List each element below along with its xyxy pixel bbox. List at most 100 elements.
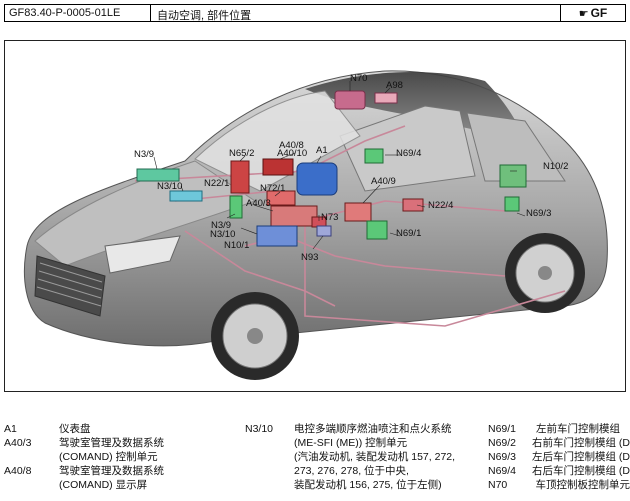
legend-desc: (COMAND) 控制单元 (59, 451, 158, 463)
legend-code: A40/8 (4, 465, 32, 477)
legend-code (245, 478, 294, 492)
legend-desc: (COMAND) 显示屏 (59, 479, 148, 491)
logo-text: GF (590, 6, 608, 20)
label-n93: N93 (301, 252, 319, 263)
module-n69-4 (364, 148, 384, 164)
legend-desc: 电控多端顺序燃油喷注和点火系统 (294, 423, 452, 435)
legend-row: (COMAND) 控制单元 (4, 450, 240, 464)
legend-row: 装配发动机 156, 275, 位于左侧) (245, 478, 480, 492)
car-illustration (23, 70, 608, 380)
label-n72-1: N72/1 (260, 183, 286, 194)
label-n65-2: N65/2 (229, 148, 255, 159)
legend-code: N70 (488, 479, 508, 491)
module-n22-4 (402, 198, 424, 212)
legend-code: N69/4 (488, 465, 517, 477)
label-n3-10-low: N3/10 (210, 229, 236, 240)
label-a40-9: A40/9 (371, 176, 396, 187)
legend-row: A40/8 驾驶室管理及数据系统 (4, 464, 240, 478)
label-a40-3: A40/3 (246, 198, 271, 209)
document-title: 自动空调, 部件位置 (157, 10, 252, 22)
legend-desc: 驾驶室管理及数据系统 (59, 437, 164, 449)
module-a40-8 (262, 158, 294, 176)
legend-desc: 驾驶室管理及数据系统 (59, 465, 164, 477)
label-n10-2: N10/2 (543, 161, 569, 172)
module-n10-2 (499, 164, 527, 188)
legend-row: N69/3 左后车门控制模组 (D (488, 450, 630, 464)
document-code: GF83.40-P-0005-01LE (5, 5, 151, 21)
legend-desc: 装配发动机 156, 275, 位于左侧) (294, 479, 442, 491)
legend-code (4, 450, 59, 464)
legend-column-3: N69/1 左前车门控制模组 N69/2 右前车门控制模组 (D N69/3 左后车门… (488, 422, 630, 492)
label-n73: N73 (321, 212, 339, 223)
leader-lines (153, 81, 526, 250)
module-n3-10-top (169, 190, 203, 202)
legend-code (245, 436, 294, 450)
legend-row: A1 仪表盘 (4, 422, 240, 436)
legend-row: N69/1 左前车门控制模组 (488, 422, 630, 436)
legend-row: (ME-SFI (ME)) 控制单元 (245, 436, 480, 450)
module-n10-1 (256, 225, 298, 247)
legend-desc: 左前车门控制模组 (536, 423, 620, 435)
legend-code: A1 (4, 423, 17, 435)
legend-desc: 273, 276, 278, 位于中央, (294, 465, 409, 477)
module-n65-2 (230, 160, 250, 194)
label-n69-1: N69/1 (396, 228, 422, 239)
label-n70: N70 (350, 73, 368, 84)
side-window-rear (466, 112, 566, 182)
front-wheel (211, 292, 299, 380)
label-n3-9-top: N3/9 (134, 149, 155, 160)
module-n3-9-top (136, 168, 180, 182)
module-n22-1 (229, 195, 243, 219)
label-a40-10: A40/10 (277, 148, 308, 159)
legend-code: N69/3 (488, 451, 517, 463)
document-header: GF83.40-P-0005-01LE 自动空调, 部件位置 ☛ GF (4, 4, 626, 22)
document-logo: ☛ GF (560, 5, 625, 21)
label-n3-9-low: N3/9 (211, 220, 232, 231)
legend-desc: 右后车门控制模组 (D (532, 465, 630, 477)
label-n10-1: N10/1 (224, 240, 250, 251)
module-a1 (296, 162, 338, 196)
legend-desc: (ME-SFI (ME)) 控制单元 (294, 437, 408, 449)
label-a40-8: A40/8 (279, 140, 304, 151)
headlight (104, 235, 181, 274)
rear-wheel (505, 233, 585, 313)
legend-code: N3/10 (245, 423, 274, 435)
grille (34, 255, 106, 317)
label-n22-4: N22/4 (428, 200, 454, 211)
legend-desc: 仪表盘 (59, 423, 91, 435)
label-n69-4: N69/4 (396, 148, 422, 159)
module-n72-1 (266, 190, 296, 206)
label-n3-10-top: N3/10 (157, 181, 183, 192)
legend-row: N69/2 右前车门控制模组 (D (488, 436, 630, 450)
module-n69-1 (366, 220, 388, 240)
label-a1: A1 (316, 145, 328, 156)
label-n69-3: N69/3 (526, 208, 552, 219)
label-a98: A98 (386, 80, 403, 91)
legend-desc: 车顶控制板控制单元 (535, 479, 630, 491)
module-n93 (316, 225, 332, 237)
legend-code (245, 450, 294, 464)
legend-desc: (汽油发动机, 装配发动机 157, 272, (294, 451, 456, 463)
side-window-front (339, 105, 476, 192)
legend-code (4, 478, 59, 492)
module-a98 (374, 92, 398, 104)
legend-row: N3/10 电控多端顺序燃油喷注和点火系统 (245, 422, 480, 436)
legend-code: N69/2 (488, 437, 517, 449)
legend-desc: 左后车门控制模组 (D (532, 451, 630, 463)
manual-hand-icon: ☛ (578, 7, 589, 20)
legend-row: N70 车顶控制板控制单元 (488, 478, 630, 492)
module-a40-3 (270, 205, 318, 227)
legend-row: 273, 276, 278, 位于中央, (245, 464, 480, 478)
module-a40-9 (344, 202, 372, 222)
module-n69-3 (504, 196, 520, 212)
legend-code: N69/1 (488, 423, 517, 435)
legend-desc: 右前车门控制模组 (D (532, 437, 630, 449)
module-n70 (334, 90, 366, 110)
legend-row: (汽油发动机, 装配发动机 157, 272, (245, 450, 480, 464)
legend-row: (COMAND) 显示屏 (4, 478, 240, 492)
label-n22-1: N22/1 (204, 178, 230, 189)
